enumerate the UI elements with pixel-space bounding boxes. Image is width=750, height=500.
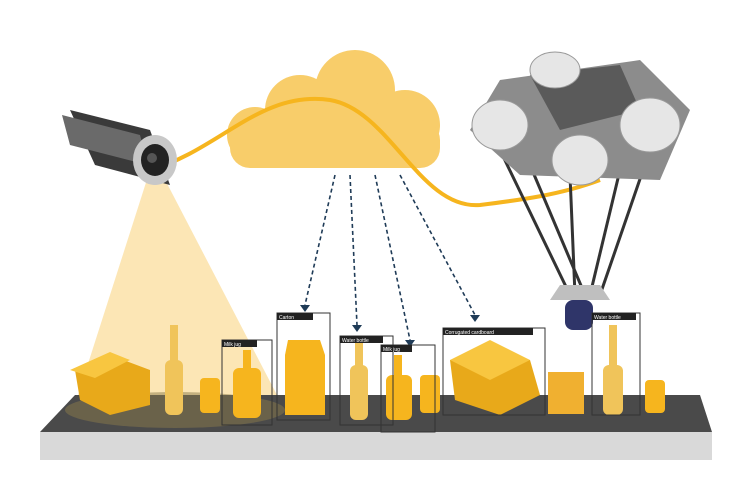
camera-field-of-view [70, 170, 290, 420]
detection-label: Carton [279, 315, 294, 321]
data-connection-line [149, 96, 601, 208]
conveyor-belt-front [40, 432, 712, 460]
conveyor-items [70, 325, 665, 420]
cloud-icon [227, 50, 440, 168]
inference-arrows [304, 174, 476, 341]
delta-robot-icon [470, 51, 690, 330]
detection-label: Milk jug [224, 342, 241, 348]
camera-icon [62, 110, 177, 185]
detection-label: Corrugated cardboard [445, 330, 494, 336]
suction-gripper [565, 300, 593, 330]
detection-label: Milk jug [383, 347, 400, 353]
detection-label: Water bottle [342, 338, 369, 344]
detection-label: Water bottle [594, 315, 621, 321]
